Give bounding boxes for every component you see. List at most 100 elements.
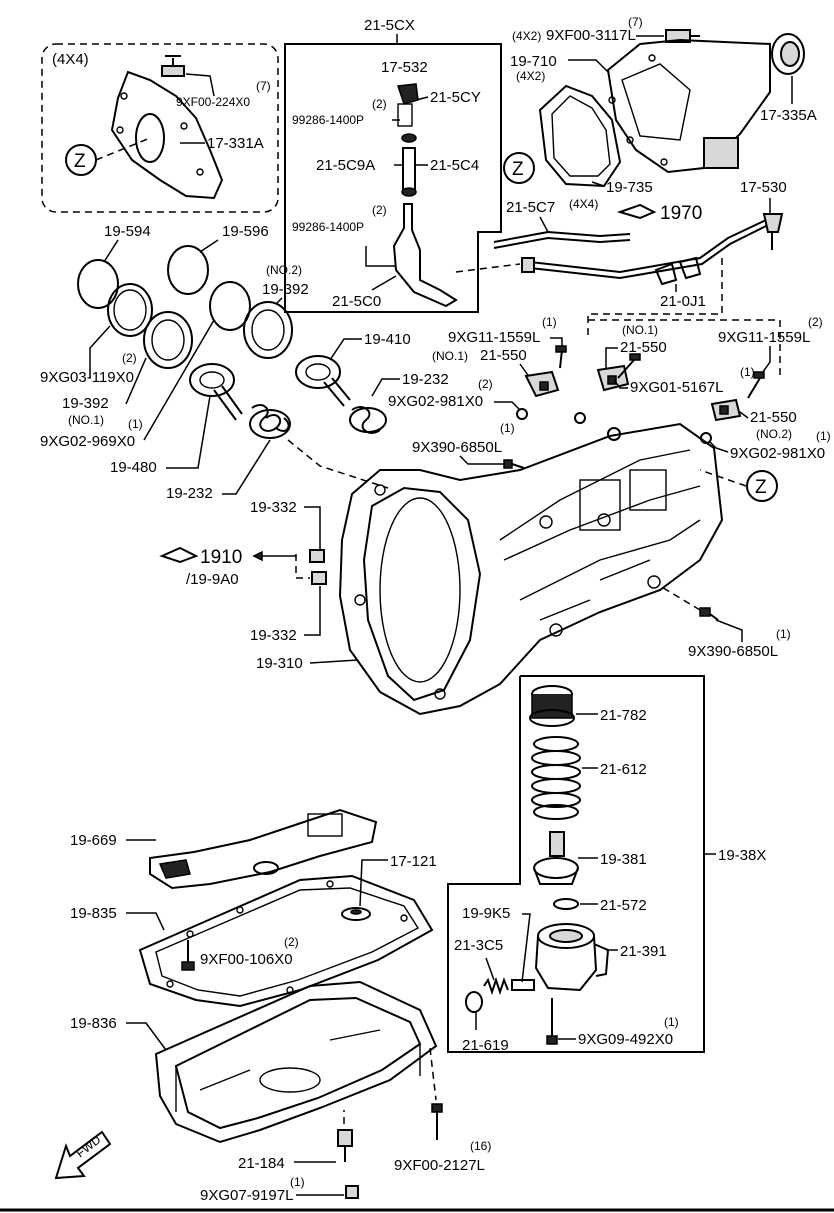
rod-21-5c4-part: [401, 133, 417, 197]
seal-ring-19-596-b-part: [209, 281, 251, 331]
seal-ring-9xg03-a-part: [107, 283, 153, 337]
select-lever-part: [396, 83, 419, 127]
label-9xg02-981x0-a: 9XG02-981X0: [388, 393, 483, 410]
servo-piston-19-410-part: [295, 355, 351, 407]
label-21-550-a: 21-550: [480, 347, 527, 364]
label-19-332-b: 19-332: [250, 627, 297, 644]
label-qty-21-550-b: (NO.1): [622, 323, 658, 337]
label-17-530: 17-530: [740, 179, 787, 196]
label-qty-9xf00-106: (2): [284, 935, 299, 949]
transmission-case-19-310-part: [338, 422, 724, 716]
cap-21-782-part: [529, 685, 575, 727]
group-box-4x4: [41, 43, 279, 213]
label-21-5c7: 21-5C7: [506, 199, 555, 216]
label-21-5c4: 21-5C4: [430, 157, 479, 174]
label-9xg01-5167l: 9XG01-5167L: [630, 379, 723, 396]
gasket-19-735-part: [538, 84, 622, 188]
label-21-612: 21-612: [600, 761, 647, 778]
label-qty-19-392-b: (NO.1): [68, 413, 104, 427]
piston-19-392-no2-part: [243, 301, 293, 359]
label-19-381: 19-381: [600, 851, 647, 868]
label-17-331a: 17-331A: [207, 135, 264, 152]
label-19-480: 19-480: [110, 459, 157, 476]
sensor-21-550-no1-a-part: [524, 370, 560, 398]
plug-19-332-a-part: [309, 549, 325, 563]
group-box-19-38x: [447, 675, 705, 1053]
label-21-5c9a: 21-5C9A: [316, 157, 375, 174]
label-9xg02-981x0-b: 9XG02-981X0: [730, 445, 825, 462]
ref-z-label-2: Z: [512, 159, 524, 180]
label-19-9k5: 19-9K5: [462, 905, 510, 922]
bolt-9xg01-part: [617, 353, 641, 379]
label-9x390-6850l-a: 9X390-6850L: [412, 439, 502, 456]
label-qty-9x390-b: (1): [776, 627, 791, 641]
label-9xg11-1559l-a: 9XG11-1559L: [448, 329, 540, 346]
plug-19-332-b-part: [311, 571, 327, 585]
label-99286-1400p-b: 99286-1400P: [292, 220, 364, 234]
label-19-835: 19-835: [70, 905, 117, 922]
label-21-0j1: 21-0J1: [660, 293, 706, 310]
ref-1970: 1970: [660, 203, 702, 224]
servo-piston-19-480-part: [189, 363, 243, 421]
o-ring-21-619-part: [465, 991, 483, 1013]
label-19-594: 19-594: [104, 223, 151, 240]
group-box-21-550: [588, 319, 781, 380]
bolt-9x390-a-part: [503, 459, 525, 469]
label-qty-99286-a: (2): [372, 97, 387, 111]
label-19-232-a: 19-232: [166, 485, 213, 502]
label-9xf00-2127l: 9XF00-2127L: [394, 1157, 485, 1174]
label-19-836: 19-836: [70, 1015, 117, 1032]
label-21-619: 21-619: [462, 1037, 509, 1054]
bolt-9xf00-3117l-part: [665, 29, 700, 43]
label-19-596: 19-596: [222, 223, 269, 240]
label-qty-9x390-a: (1): [500, 421, 515, 435]
label-qty-9xg09: (1): [664, 1015, 679, 1029]
label-19-332-a: 19-332: [250, 499, 297, 516]
label-qty-21-550-a: (NO.1): [432, 349, 468, 363]
forward-direction-label: FWD: [73, 1132, 103, 1160]
ref-z-label-3: Z: [755, 477, 767, 498]
label-17-335a: 17-335A: [760, 107, 817, 124]
label-19-392-a: 19-392: [262, 281, 309, 298]
label-qty-19-392-a: (NO.2): [266, 263, 302, 277]
label-9xg11-1559l-b: 9XG11-1559L: [718, 329, 810, 346]
label-qty-9xf00-224x0: (7): [256, 79, 271, 93]
spring-19-232-b-part: [349, 406, 387, 434]
label-prefix-9xf00-3117l: (4X2): [512, 29, 541, 43]
bolt-9xg09-part: [546, 998, 558, 1045]
label-21-184: 21-184: [238, 1155, 285, 1172]
label-21-5c0: 21-5C0: [332, 293, 381, 310]
o-ring-9xg02-981-a-part: [516, 408, 528, 420]
label-qty-99286-b: (2): [372, 203, 387, 217]
bolt-9xg11-b-part: [747, 371, 765, 399]
spring-19-232-a-part: [249, 404, 291, 439]
label-9xg03-119x0: 9XG03-119X0: [40, 369, 134, 386]
label-9xg09-492x0: 9XG09-492X0: [578, 1031, 673, 1048]
label-19-735: 19-735: [606, 179, 653, 196]
magnet-17-121-part: [341, 907, 371, 921]
label-21-3c5: 21-3C5: [454, 937, 503, 954]
snap-ring-19-596-part: [167, 245, 209, 295]
group-box-21-5cx: [284, 43, 502, 313]
gasket-9xg07-part: [345, 1185, 359, 1199]
label-17-532: 17-532: [381, 59, 428, 76]
ref-z-label-1: Z: [74, 151, 86, 172]
label-qty-9xg02-981-b: (1): [816, 429, 831, 443]
group-label-19-38x: 19-38X: [718, 847, 766, 864]
sensor-21-550-no1-b-part: [596, 364, 630, 392]
label-9xg02-969x0: 9XG02-969X0: [40, 433, 135, 450]
group-label-21-5cx: 21-5CX: [364, 17, 415, 34]
label-9xf00-106x0: 9XF00-106X0: [200, 951, 293, 968]
label-19-410: 19-410: [364, 331, 411, 348]
label-21-572: 21-572: [600, 897, 647, 914]
label-9x390-6850l-b: 9X390-6850L: [688, 643, 778, 660]
ref-z-circle-3: [746, 470, 778, 502]
bolt-9xf00-224x0-part: [161, 55, 185, 77]
strainer-19-669-part: [149, 808, 378, 890]
body-21-391-part: [534, 923, 610, 992]
oil-seal-17-335a-part: [771, 33, 805, 75]
label-suffix-21-5c7: (4X4): [569, 197, 598, 211]
bolt-9xg11-a-part: [555, 345, 567, 369]
label-21-391: 21-391: [620, 943, 667, 960]
